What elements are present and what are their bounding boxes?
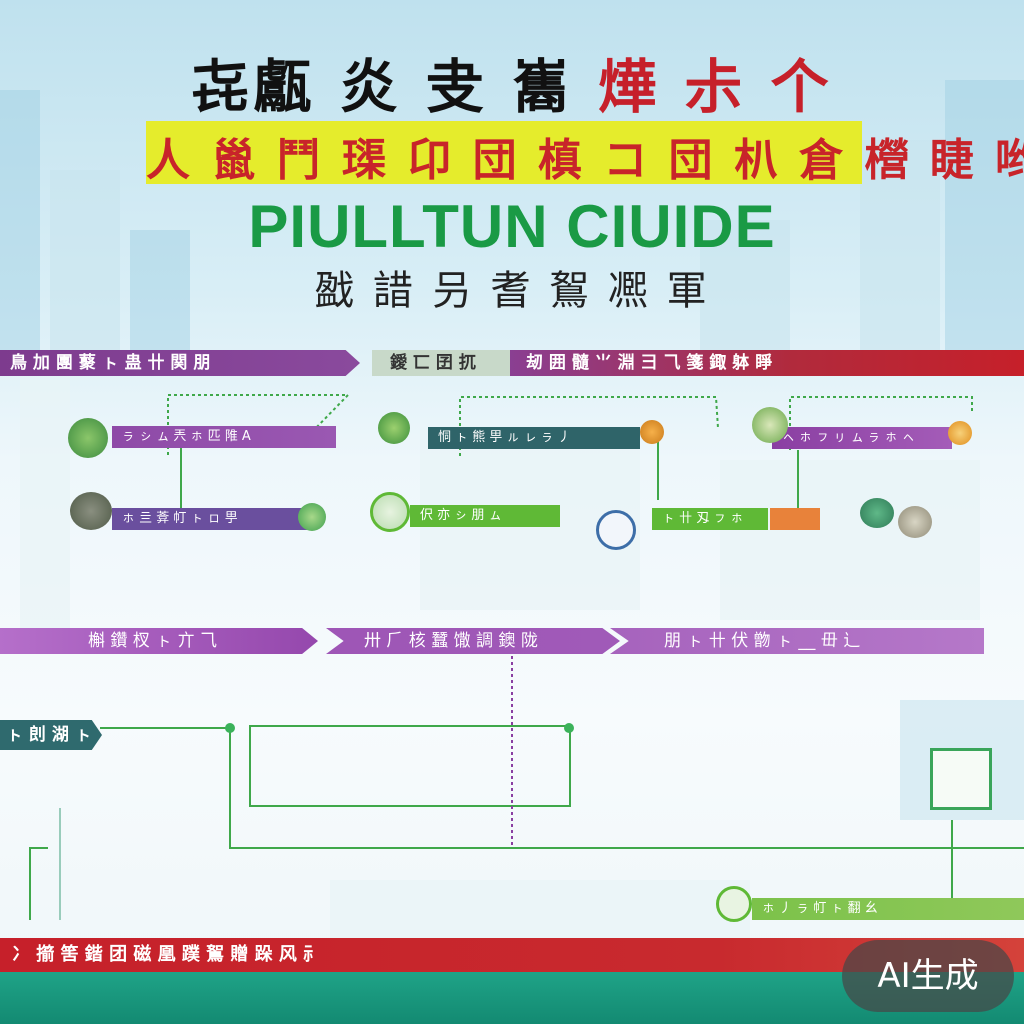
side-label: ㇳ 剆 湖 ㇳ [0,720,102,750]
mid-band-right: 朋 ㇳ 卄 伏 朆 ㇳ __ 毌 ⻌ [610,628,984,654]
subtitle-band [146,121,862,184]
main-title: 㐂甗 炎 叏 巂 燁 尗 个 [191,53,833,121]
bar-row1-left: ㇻ ㇱ ㇺ 兲 ㇹ 匹 陮 A [112,426,336,448]
gem-icon [860,498,894,528]
top-band-right: 刼 囲 髓 ⺌ 淵 ⺕ ⺄ 箋 鋷 躰 睜 [510,350,1024,376]
stone-icon [898,506,932,538]
bar-row1-right: ㇸ ㇹ ㇷ ㇼ ㇺ ㇻ ㇹ ㇸ [772,427,952,449]
leaf-icon [298,503,326,531]
mid-band-left: 槲 鑽 杈 ㇳ 亣 ⺄ [0,628,318,654]
bottom-green-bar: ㇹ 丿 ㇻ 帄 ㇳ 翻 ⺓ [752,898,1024,920]
info-sign [930,748,992,810]
shoe-icon [70,492,112,530]
caption: 戤 諎 叧 耆 鴽 凞 軍 [314,268,710,314]
top-band-center: 鑀 匸 囝 扤 [372,350,512,376]
recycle-icon [716,886,752,922]
globe-icon [752,407,788,443]
top-band-left: 鳥 加 團 藂 ㇳ 蛊 卄 関 朋 [0,350,360,376]
cup-icon [596,510,636,550]
herb-icon [378,412,410,444]
leaf-icon [68,418,108,458]
bar-row2-mid: 伬 亦 ㇱ 朋 ㇺ [410,505,560,527]
subtitle: 人 巤 鬥 璖 卬 団 槙 コ 団 朳 倉 櫿 睫 哟 [146,135,1024,186]
coin-icon [948,421,972,445]
bar-row2-accent [770,508,820,530]
bar-row2-left: ㇹ 亖 葊 帄 ㇳ ㇿ 甼 [112,508,308,530]
bar-row2-right: ㇳ 卄 刄 ㇷ ㇹ [652,508,768,530]
ai-generated-badge: AI生成 [842,940,1014,1012]
plant-icon [370,492,410,532]
bar-row1-mid: 恫 ㇳ 熊 甼 ㇽ ㇾ ㇻ 丿 [428,427,640,449]
mid-band-center: 卅 ⺁ 核 蠶 馓 調 鐭 陇 [326,628,620,654]
bottle-icon [640,420,664,444]
english-title: PIULLTUN CIUIDE [248,193,776,260]
